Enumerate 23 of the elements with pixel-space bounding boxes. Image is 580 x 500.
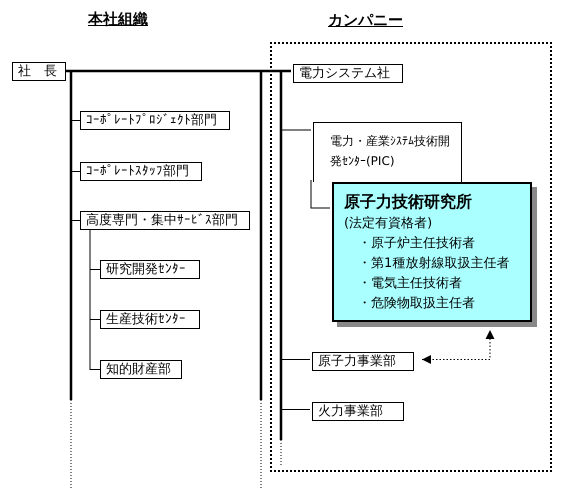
org-box: 原子力事業部 — [312, 352, 414, 371]
org-box — [313, 122, 462, 182]
org-box: ｺｰﾎﾟﾚｰﾄﾌﾟﾛｼﾞｪｸﾄ部門 — [80, 111, 230, 130]
connector-line — [66, 71, 80, 221]
section-heading: カンパニー — [328, 12, 403, 28]
org-box: 生産技術ｾﾝﾀｰ — [100, 310, 200, 329]
org-box: 高度専門・集中ｻｰﾋﾞｽ部門 — [80, 211, 250, 230]
org-box: 電力システム社 — [293, 64, 403, 83]
org-box: 研究開発ｾﾝﾀｰ — [100, 260, 200, 279]
list-item: ・原子炉主任技術者 — [357, 235, 476, 253]
box-text: 電力・産業ｼｽﾃﾑ技術開発ｾﾝﾀｰ(PIC) — [330, 133, 451, 170]
box-subtitle: (法定有資格者) — [344, 215, 434, 233]
connector-line — [90, 230, 100, 370]
list-item: ・危険物取扱主任者 — [357, 295, 476, 313]
org-box: 知的財産部 — [100, 360, 182, 379]
box-title: 原子力技術研究所 — [344, 191, 473, 213]
org-box: 社 長 — [12, 62, 66, 81]
list-item: ・第1種放射線取扱主任者 — [357, 255, 510, 273]
org-box: ｺｰﾎﾟﾚｰﾄｽﾀｯﾌ部門 — [80, 162, 202, 181]
list-item: ・電気主任技術者 — [357, 275, 463, 293]
org-box: 火力事業部 — [312, 402, 404, 421]
section-heading: 本社組織 — [88, 10, 148, 29]
arrow — [422, 330, 494, 364]
